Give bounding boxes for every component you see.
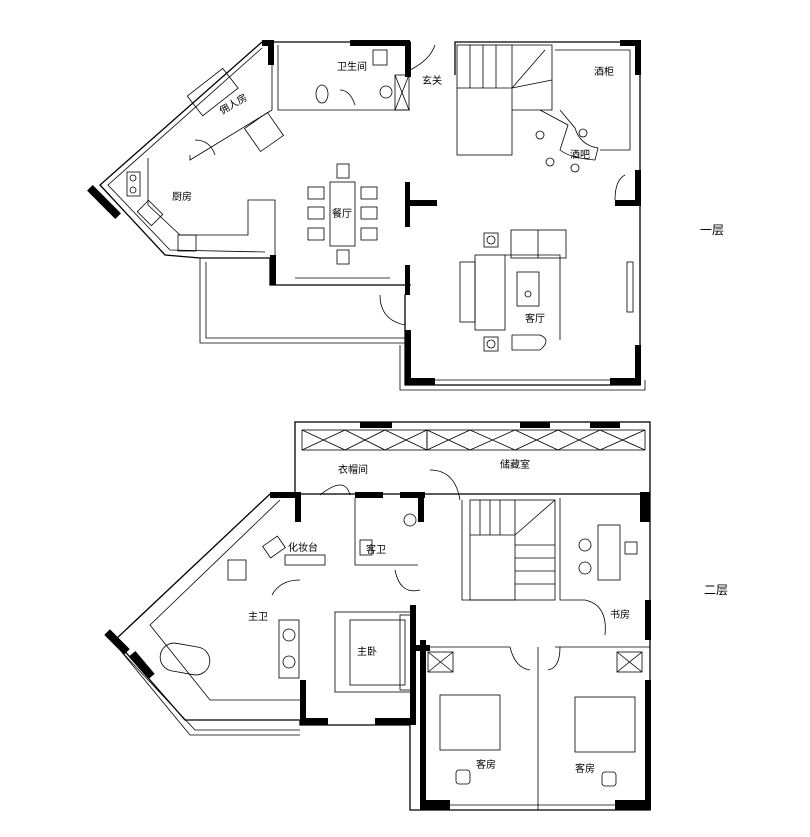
room-label-dining: 餐厅 [332,207,352,220]
room-label-vanity: 化妆台 [288,541,318,554]
room-label-bar: 酒吧 [570,149,590,161]
room-label-guest-room-1: 客房 [476,758,496,771]
floor2-plan [104,421,651,811]
floor2-title: 二层 [704,583,728,597]
room-label-foyer: 玄关 [422,74,442,87]
room-label-kitchen: 厨房 [172,190,192,203]
floor1-outer-wall [262,41,411,75]
room-label-master-bath: 主卫 [248,611,268,623]
floor1-title: 一层 [700,223,724,237]
floor1-labels: 卫生间 佣人房 玄关 酒柜 酒吧 厨房 餐厅 客厅 一层 [172,60,724,325]
floor2-stairs [469,499,556,601]
room-label-closet: 衣帽间 [338,463,368,476]
room-label-servant-room: 佣人房 [217,91,249,117]
sofa-set [459,229,567,352]
floor2-labels: 衣帽间 储藏室 化妆台 客卫 主卫 主卧 书房 客房 客房 二层 [248,458,728,775]
room-label-wine-cabinet: 酒柜 [594,65,614,78]
floor1-plan [87,40,646,391]
closet-crosses [301,429,646,451]
room-label-guest-bath: 客卫 [366,543,386,556]
guest-bed-1 [439,694,501,751]
dining-table [307,163,378,265]
room-label-master-bedroom: 主卧 [357,645,377,658]
floor1-terrace [199,258,405,344]
room-label-living: 客厅 [525,312,545,325]
guest-bed-2 [574,696,636,753]
room-label-guest-room-2: 客房 [575,762,595,775]
room-label-bathroom: 卫生间 [337,60,367,73]
floor1-stairs [456,44,631,156]
room-label-storage: 储藏室 [500,458,530,471]
room-label-study: 书房 [610,608,630,621]
